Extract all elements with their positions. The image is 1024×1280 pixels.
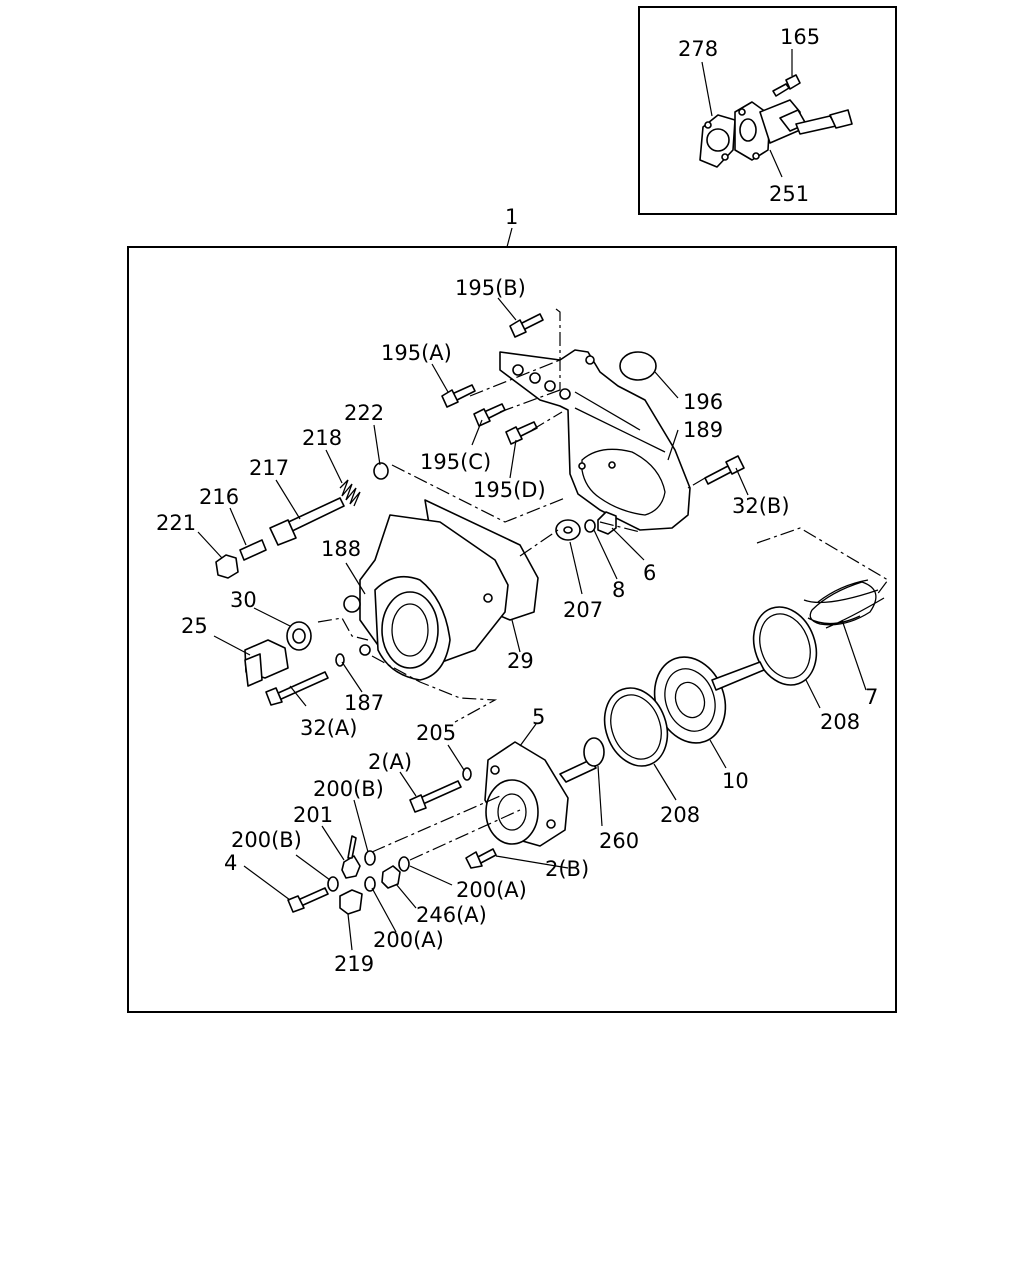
bolt-165: [772, 74, 801, 97]
label-25: 25: [181, 614, 208, 638]
bolt-2-b: [465, 848, 497, 869]
main-frame: [127, 227, 897, 1013]
label-200-a-lower: 200(A): [373, 928, 444, 952]
label-assembly-1: 1: [505, 205, 518, 229]
washer-200-b-lower: [327, 876, 339, 892]
label-201: 201: [293, 803, 333, 827]
label-200-b-upper: 200(B): [313, 777, 384, 801]
label-196: 196: [683, 390, 723, 414]
inset-labels: 278 165 251: [678, 25, 820, 206]
label-208-lower: 208: [660, 803, 700, 827]
washer-200-a-right: [398, 856, 410, 872]
washer-207: [555, 519, 581, 541]
label-29: 29: [507, 649, 534, 673]
label-2-a: 2(A): [368, 750, 412, 774]
union-201: [341, 835, 361, 879]
nut-246-a: [381, 865, 401, 889]
inset-frame: [638, 6, 897, 215]
label-251: 251: [769, 182, 809, 206]
washer-200-b-upper: [364, 850, 376, 866]
label-195-d: 195(D): [473, 478, 546, 502]
cap-219: [339, 889, 363, 915]
label-32-b: 32(B): [732, 494, 790, 518]
label-165: 165: [780, 25, 820, 49]
label-195-c: 195(C): [420, 450, 491, 474]
bolt-32-a: [265, 671, 329, 706]
label-30: 30: [230, 588, 257, 612]
housing-188: [343, 499, 539, 681]
label-218: 218: [302, 426, 342, 450]
ring-8: [584, 519, 596, 533]
spring-7: [803, 579, 885, 629]
label-278: 278: [678, 37, 718, 61]
cover-5: [484, 741, 569, 847]
label-10: 10: [722, 769, 749, 793]
label-221: 221: [156, 511, 196, 535]
label-200-b-lower: 200(B): [231, 828, 302, 852]
washer-200-a-lower: [364, 876, 376, 892]
washer-222: [373, 462, 389, 480]
label-5: 5: [532, 705, 545, 729]
label-188: 188: [321, 537, 361, 561]
bolt-195-d: [505, 421, 538, 445]
bracket-189: [499, 349, 691, 531]
label-216: 216: [199, 485, 239, 509]
label-8: 8: [612, 578, 625, 602]
gasket-278: [699, 114, 736, 168]
label-187: 187: [344, 691, 384, 715]
bolt-195-a: [441, 384, 476, 408]
label-32-a: 32(A): [300, 716, 357, 740]
assembly-lines: [317, 308, 889, 861]
plug-25: [244, 639, 289, 687]
ring-208-large: [752, 606, 818, 686]
nut-221: [215, 554, 239, 579]
diaphragm-10: [653, 656, 765, 744]
screw-216: [239, 539, 267, 561]
bolt-2-a: [409, 780, 462, 813]
label-7: 7: [865, 685, 878, 709]
label-195-b: 195(B): [455, 276, 526, 300]
label-217: 217: [249, 456, 289, 480]
label-2-b: 2(B): [545, 857, 589, 881]
bolt-195-c: [473, 403, 506, 427]
o-ring-196: [619, 351, 657, 381]
label-260: 260: [599, 829, 639, 853]
bolt-4: [287, 887, 329, 913]
label-207: 207: [563, 598, 603, 622]
sensor-251: [734, 99, 853, 161]
label-222: 222: [344, 401, 384, 425]
shaft-260: [559, 737, 605, 783]
bolt-32-b: [704, 455, 745, 485]
label-246-a: 246(A): [416, 903, 487, 927]
bolt-195-b: [509, 313, 544, 338]
label-205: 205: [416, 721, 456, 745]
main-labels: 1 195(B) 195(A) 196 189 222 218 195(C) 1…: [156, 205, 878, 976]
nut-6: [597, 511, 617, 535]
bolt-217: [269, 497, 345, 546]
label-200-a-right: 200(A): [456, 878, 527, 902]
label-208-upper: 208: [820, 710, 860, 734]
label-6: 6: [643, 561, 656, 585]
label-189: 189: [683, 418, 723, 442]
label-219: 219: [334, 952, 374, 976]
inset-leaders: [701, 49, 793, 178]
spring-218: [339, 479, 361, 507]
label-195-a: 195(A): [381, 341, 452, 365]
label-4: 4: [224, 851, 237, 875]
washer-30: [286, 621, 312, 651]
washer-205: [462, 767, 472, 781]
main-leaders: [197, 297, 867, 951]
ring-208-lower: [603, 687, 669, 767]
